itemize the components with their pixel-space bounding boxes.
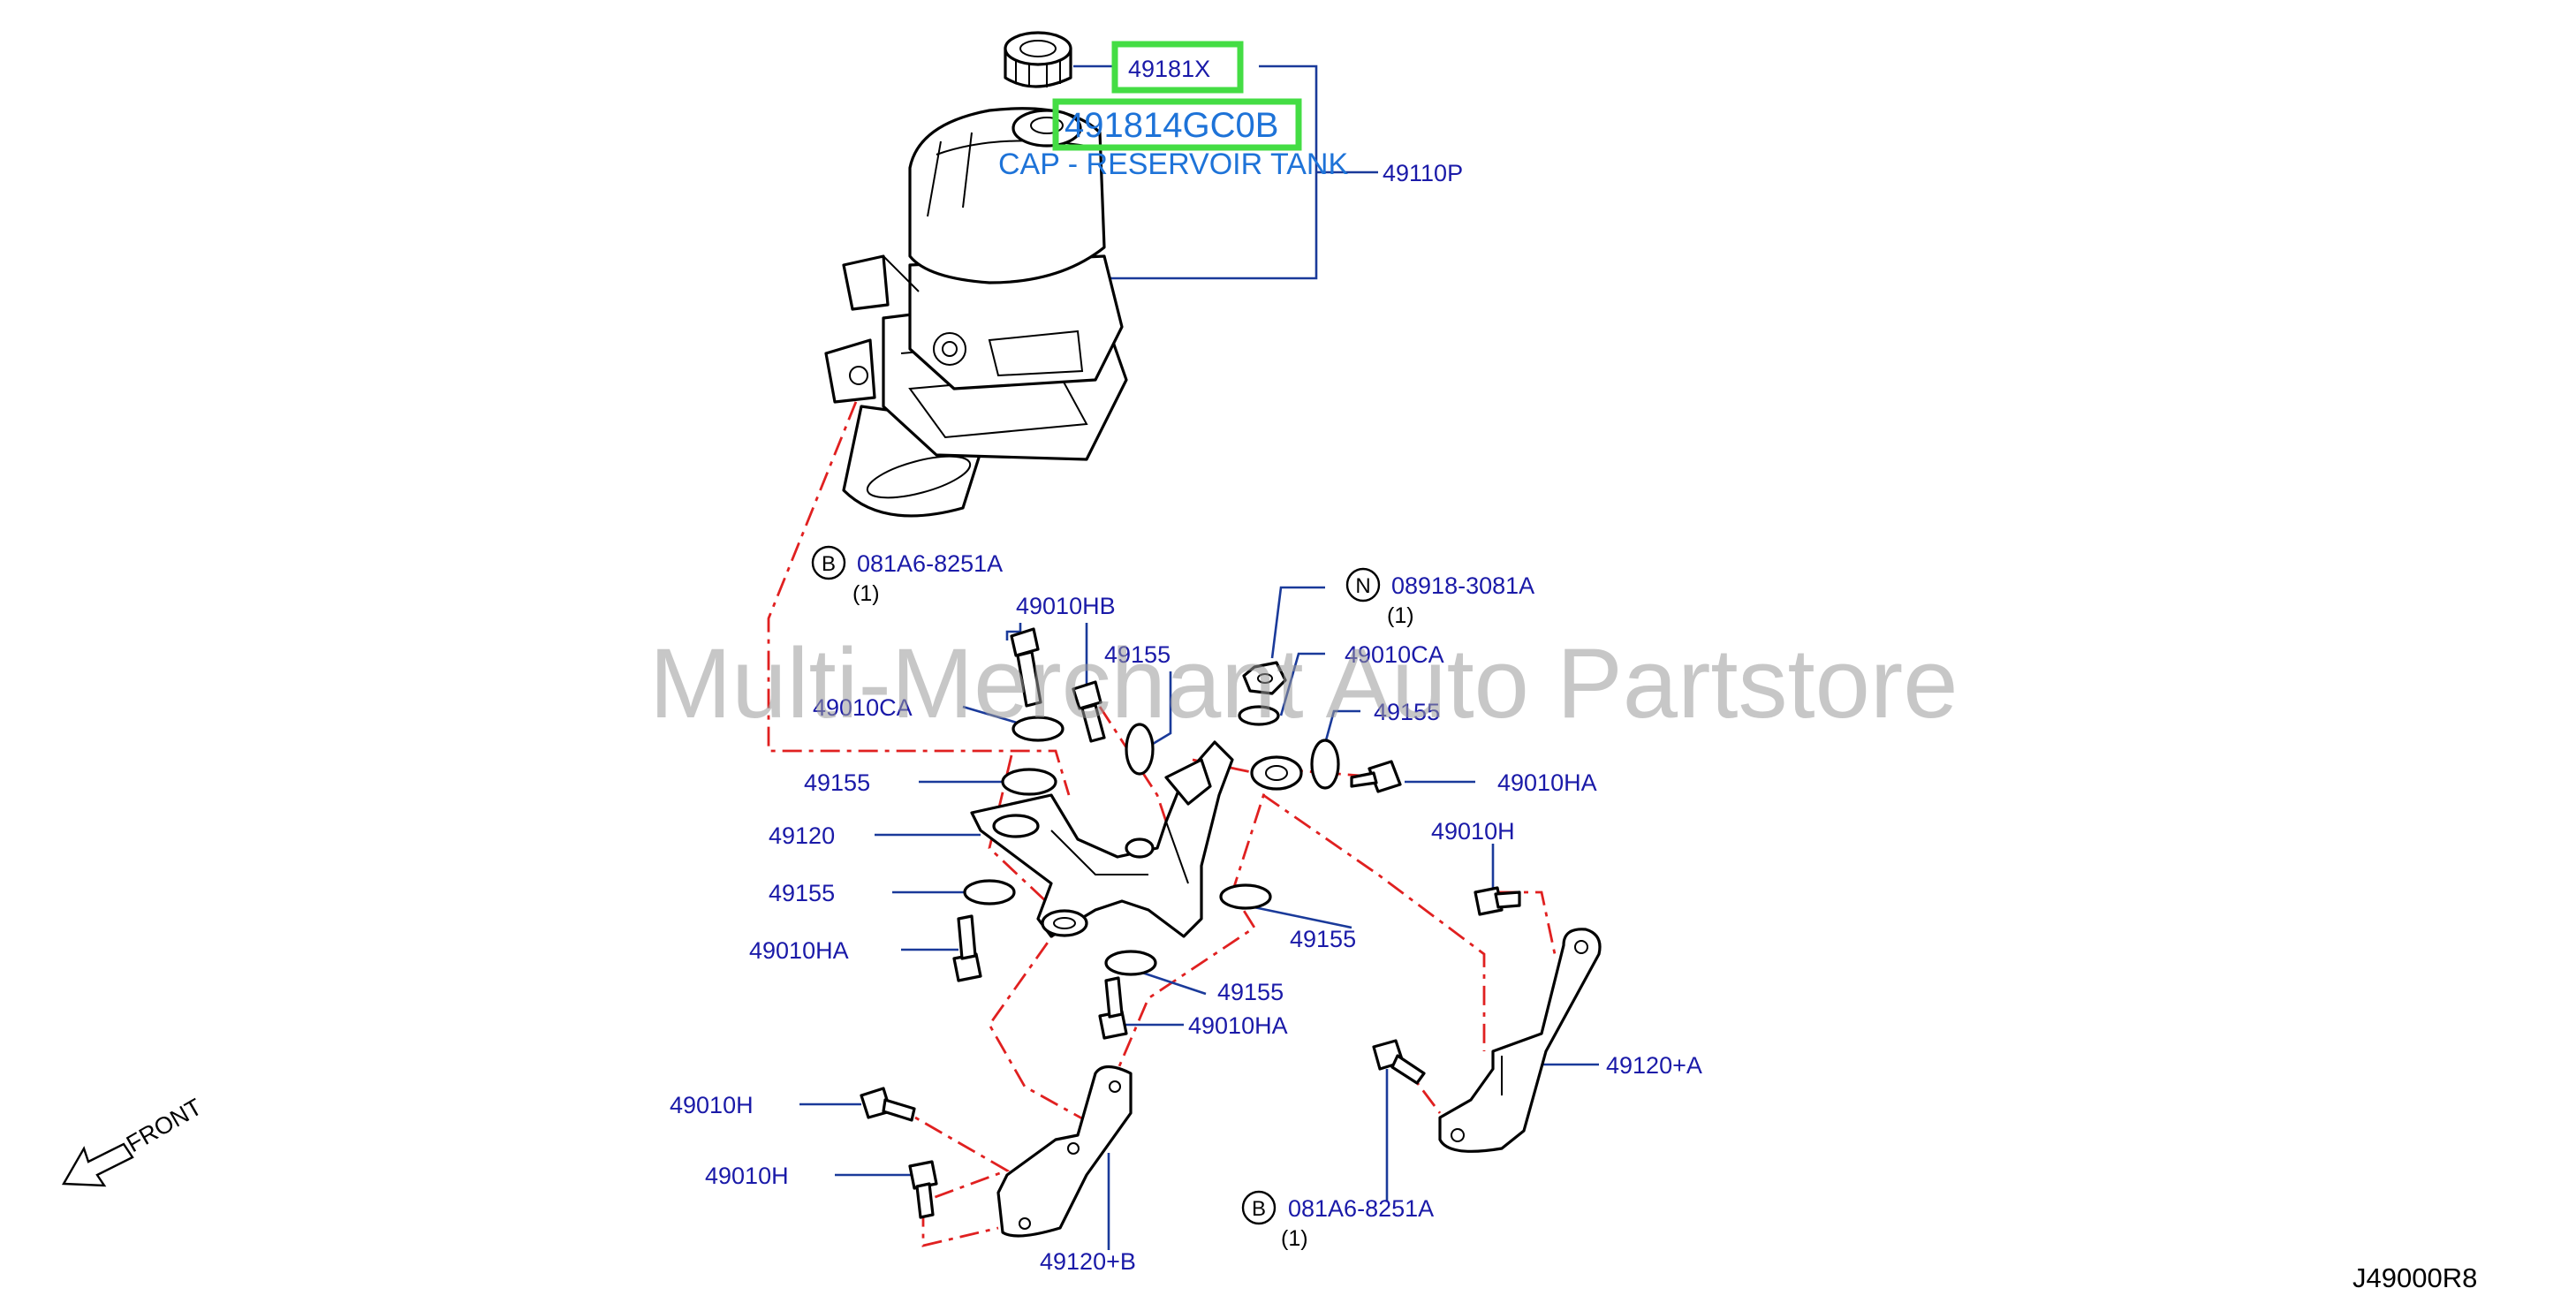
- reservoir-cap-icon[interactable]: [1004, 31, 1072, 88]
- main-bracket-icon[interactable]: [970, 740, 1234, 938]
- label-49155-left1[interactable]: 49155: [804, 769, 870, 796]
- power-steering-pump-icon[interactable]: [824, 107, 1128, 518]
- b-marker-circle-2: [1241, 1190, 1277, 1225]
- label-49010ca-right[interactable]: 49010CA: [1345, 641, 1444, 668]
- front-arrow: FRONT: [61, 1094, 207, 1187]
- label-49155-top[interactable]: 49155: [1104, 641, 1171, 668]
- watermark: Multi-Merchant Auto Partstore: [649, 628, 1958, 739]
- rubber-mount-icon[interactable]: [1104, 950, 1157, 976]
- label-49120[interactable]: 49120: [769, 822, 835, 849]
- bolt-icon[interactable]: [860, 1087, 916, 1122]
- label-49010h-right[interactable]: 49010H: [1431, 818, 1515, 845]
- nut-icon[interactable]: [1242, 661, 1287, 695]
- front-arrow-icon: [61, 1142, 134, 1187]
- bolt-icon[interactable]: [1372, 1039, 1426, 1085]
- bracket-b-icon[interactable]: [996, 1065, 1133, 1238]
- label-49010ha-left[interactable]: 49010HA: [749, 937, 849, 964]
- bolt-icon-group: [860, 627, 1521, 1219]
- rubber-mount-icon[interactable]: [1125, 723, 1155, 776]
- bolt-icon[interactable]: [1350, 760, 1402, 793]
- n-marker: N: [1355, 574, 1370, 598]
- label-49155-left2[interactable]: 49155: [769, 880, 835, 906]
- rubber-mount-icon[interactable]: [1310, 739, 1340, 790]
- label-49010ha-right[interactable]: 49010HA: [1497, 769, 1597, 796]
- rubber-mount-icon[interactable]: [1219, 883, 1272, 910]
- washer-icon[interactable]: [1011, 716, 1064, 742]
- rubber-mount-icon[interactable]: [1250, 755, 1303, 791]
- bolt-icon[interactable]: [1474, 886, 1521, 916]
- qty-08918: (1): [1387, 603, 1414, 628]
- label-49110p[interactable]: 49110P: [1383, 160, 1463, 186]
- label-49010ca-left[interactable]: 49010CA: [813, 694, 913, 721]
- label-49181x[interactable]: 49181X: [1128, 56, 1210, 82]
- qty-081a6-bottom: (1): [1281, 1226, 1308, 1251]
- bolt-icon[interactable]: [1010, 627, 1042, 708]
- b-marker-2: B: [1252, 1197, 1266, 1221]
- b-marker-circle: [811, 545, 846, 580]
- highlight-part-description: CAP - RESERVOIR TANK: [998, 148, 1348, 181]
- label-49155-mid-right[interactable]: 49155: [1290, 926, 1356, 952]
- label-49155-bottom[interactable]: 49155: [1217, 979, 1284, 1005]
- bolt-icon[interactable]: [908, 1160, 938, 1219]
- highlight-part-number[interactable]: 491814GC0B: [1064, 106, 1278, 145]
- label-49120a[interactable]: 49120+A: [1606, 1052, 1702, 1079]
- label-49155-right[interactable]: 49155: [1374, 699, 1440, 725]
- label-49010ha-bottom[interactable]: 49010HA: [1188, 1012, 1288, 1039]
- rubber-mount-icon[interactable]: [1001, 768, 1057, 796]
- b-marker: B: [822, 552, 836, 576]
- rubber-mount-icon[interactable]: [963, 879, 1016, 906]
- front-label: FRONT: [122, 1094, 207, 1157]
- bolt-icon[interactable]: [952, 914, 982, 982]
- highlight-box-49181x: [1111, 41, 1244, 94]
- label-49010hb[interactable]: 49010HB: [1016, 593, 1116, 619]
- washer-icon[interactable]: [1238, 705, 1280, 726]
- bolt-icon[interactable]: [1072, 680, 1106, 743]
- label-49120b[interactable]: 49120+B: [1040, 1248, 1136, 1275]
- diagram-code: J49000R8: [2352, 1262, 2477, 1293]
- label-08918-3081a[interactable]: 08918-3081A: [1391, 572, 1534, 599]
- qty-081a6-top: (1): [852, 581, 880, 606]
- label-49010h-left1[interactable]: 49010H: [670, 1092, 754, 1118]
- rubber-mount-icon-group: [963, 705, 1340, 976]
- label-081a6-8251a-bottom[interactable]: 081A6-8251A: [1288, 1195, 1434, 1222]
- part-labels: 49181X 491814GC0B CAP - RESERVOIR TANK 4…: [670, 41, 1702, 1275]
- bolt-icon[interactable]: [1098, 976, 1128, 1040]
- highlight-box-part: [1052, 98, 1302, 151]
- label-081a6-8251a-top[interactable]: 081A6-8251A: [857, 550, 1003, 577]
- bracket-a-icon[interactable]: [1438, 928, 1602, 1153]
- n-marker-circle: [1345, 567, 1381, 602]
- label-49010h-left2[interactable]: 49010H: [705, 1163, 789, 1189]
